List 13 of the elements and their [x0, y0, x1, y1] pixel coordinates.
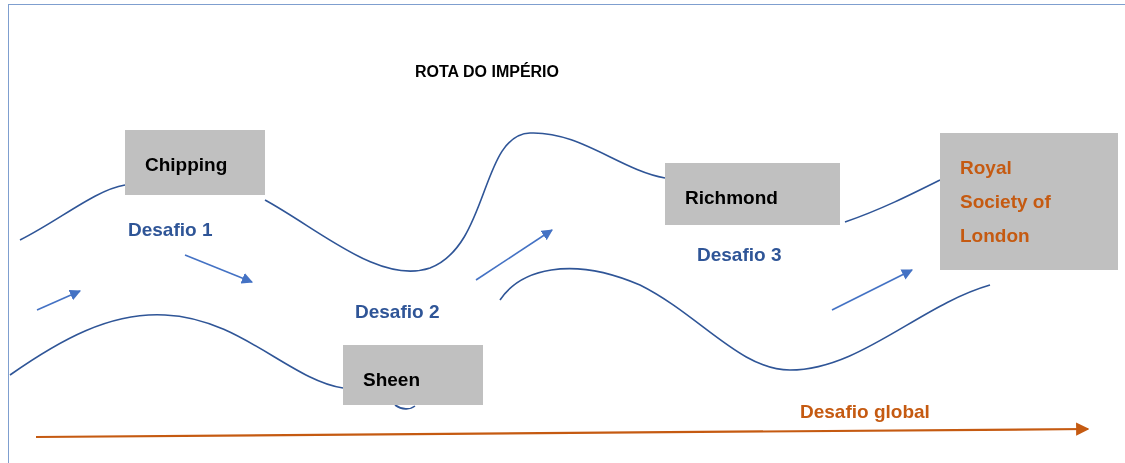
title: ROTA DO IMPÉRIO — [415, 61, 559, 82]
place-name: Richmond — [685, 186, 779, 210]
challenge-label: Desafio 1 — [128, 218, 213, 242]
place-box — [125, 130, 265, 195]
challenge-label: Desafio global — [800, 400, 930, 424]
challenge-label: Desafio 2 — [355, 300, 440, 324]
place-name: Chipping — [145, 153, 229, 177]
place-box — [665, 163, 840, 225]
challenge-label: Desafio 3 — [697, 243, 782, 267]
place-box — [940, 133, 1118, 270]
place-name: Sheen — [363, 368, 422, 392]
place-box — [343, 345, 483, 405]
place-name: Royal Society of London — [960, 156, 1052, 248]
